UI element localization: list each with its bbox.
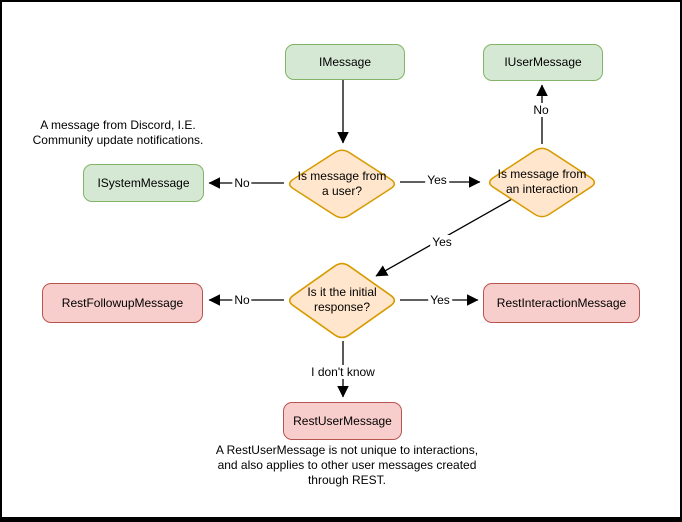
node-iusermessage: IUserMessage bbox=[483, 44, 603, 81]
node-isystemmessage: ISystemMessage bbox=[83, 164, 204, 202]
annotation-restusermessage-note: A RestUserMessage is not unique to inter… bbox=[215, 443, 479, 487]
diamond-shape bbox=[288, 149, 396, 219]
diamond-shape bbox=[288, 262, 396, 339]
node-restfollowupmessage-label: RestFollowupMessage bbox=[61, 295, 184, 310]
edge-label-initial-yes: Yes bbox=[428, 293, 452, 307]
decision-is-message-from-interaction-label: Is message from an interaction bbox=[497, 167, 587, 196]
edge-label-initial-unknown: I don't know bbox=[309, 365, 377, 379]
decision-is-initial-response: Is it the initial response? bbox=[285, 260, 399, 340]
node-restusermessage-label: RestUserMessage bbox=[293, 413, 392, 428]
node-isystemmessage-label: ISystemMessage bbox=[97, 175, 190, 190]
edge-label-interaction-no: No bbox=[531, 103, 551, 117]
node-imessage-label: IMessage bbox=[318, 54, 372, 69]
edge-label-user-no: No bbox=[232, 176, 252, 190]
node-restinteractionmessage-label: RestInteractionMessage bbox=[496, 295, 627, 310]
edge-label-interaction-yes: Yes bbox=[430, 235, 454, 249]
node-restinteractionmessage: RestInteractionMessage bbox=[483, 283, 640, 323]
decision-is-message-from-interaction: Is message from an interaction bbox=[485, 145, 599, 219]
node-restusermessage: RestUserMessage bbox=[283, 402, 402, 440]
annotation-isystemmessage-note: A message from Discord, I.E. Community u… bbox=[32, 118, 204, 147]
edge-label-user-yes: Yes bbox=[425, 173, 449, 187]
edge-label-initial-no: No bbox=[232, 293, 252, 307]
decision-is-message-from-user-label: Is message from a user? bbox=[297, 168, 387, 198]
node-restfollowupmessage: RestFollowupMessage bbox=[42, 283, 203, 323]
node-iusermessage-label: IUserMessage bbox=[504, 55, 582, 69]
decision-is-initial-response-label: Is it the initial response? bbox=[307, 285, 377, 314]
node-imessage: IMessage bbox=[285, 44, 405, 80]
decision-is-message-from-user: Is message from a user? bbox=[285, 147, 399, 220]
diamond-shape bbox=[488, 147, 596, 218]
